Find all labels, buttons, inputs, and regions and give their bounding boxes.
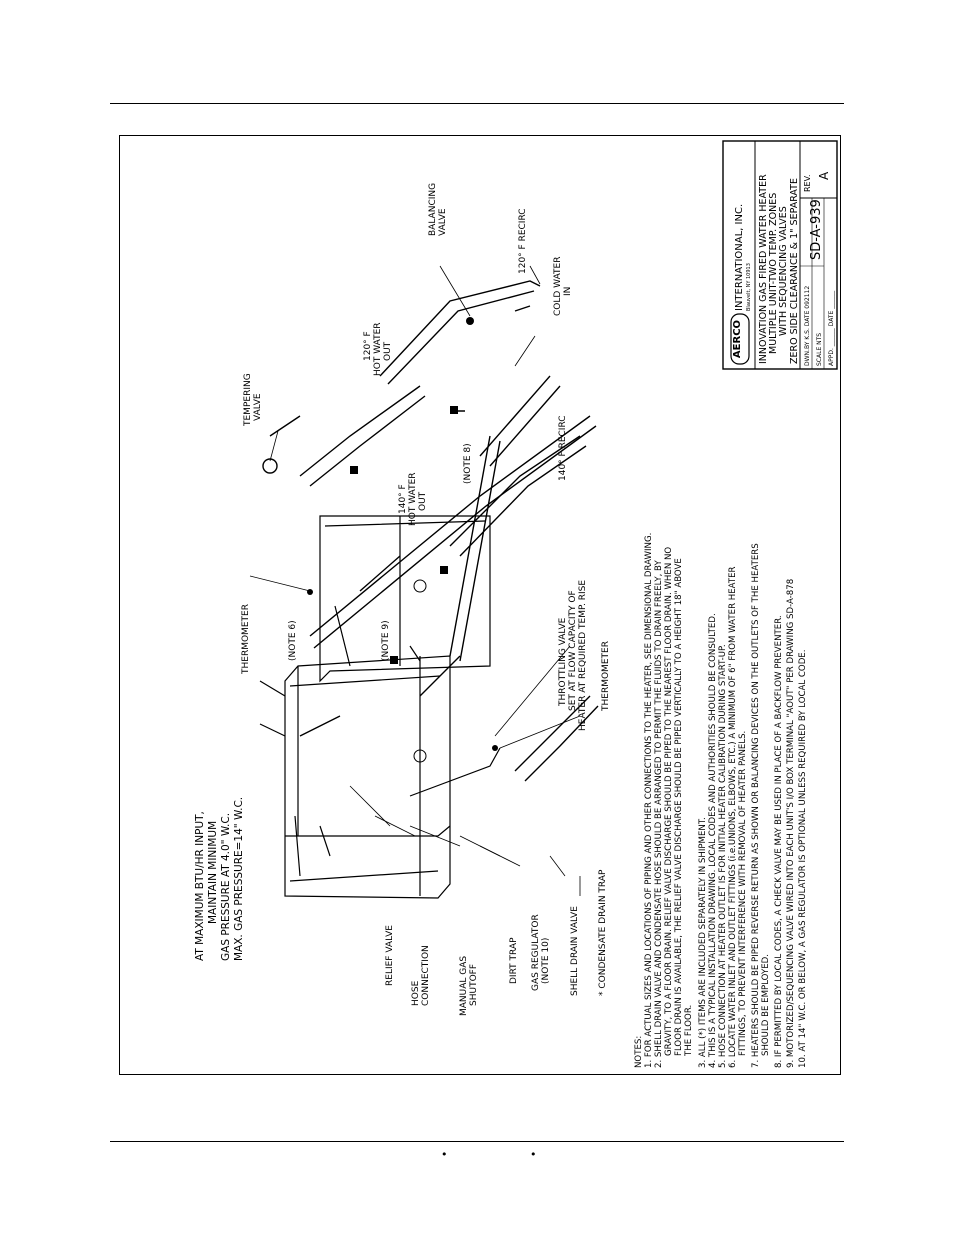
tempering-valve-label: VALVE — [253, 393, 263, 421]
drawn-by: DWN.BY K.S. DATE 092112 — [804, 286, 811, 366]
throttling-valve-label: SET AT FLOW CAPACITY OF — [568, 590, 578, 711]
svg-text:THE FLOOR.: THE FLOOR. — [684, 1005, 694, 1057]
gas-regulator-icon — [413, 749, 427, 763]
svg-text:1. FOR ACTUAL SIZES AND LOCATI: 1. FOR ACTUAL SIZES AND LOCATIONS OF PIP… — [644, 533, 654, 1068]
svg-text:4. THIS IS A TYPICAL INSTALLAT: 4. THIS IS A TYPICAL INSTALLATION DRAWIN… — [708, 613, 718, 1068]
footer-rule — [110, 1141, 844, 1142]
hot-140-label: 140° F — [398, 484, 408, 514]
svg-text:6. LOCATE WATER INLET AND OUTL: 6. LOCATE WATER INLET AND OUTLET FITTING… — [728, 566, 738, 1068]
manual-gas-label: SHUTOFF — [469, 964, 479, 1006]
title-line-4: ZERO SIDE CLEARANCE & 1" SEPARATE — [789, 178, 800, 364]
gas-regulator-label: (NOTE 10) — [541, 938, 551, 984]
valve-icon — [390, 656, 398, 664]
gas-pressure-note: AT MAXIMUM BTU/HR INPUT, MAINTAIN MINIMU… — [194, 797, 245, 961]
condensate-trap-label: * CONDENSATE DRAIN TRAP — [598, 869, 608, 996]
note-6-label: (NOTE 6) — [288, 620, 298, 661]
svg-text:GRAVITY, TO A FLOOR DRAIN. REL: GRAVITY, TO A FLOOR DRAIN. RELIEF VALVE … — [664, 547, 674, 1056]
svg-text:5. HOSE CONNECTION AT HEATER O: 5. HOSE CONNECTION AT HEATER OUTLET IS F… — [718, 644, 728, 1068]
drawing-frame: AERCO INTERNATIONAL, INC. Blauvelt, NY 1… — [119, 135, 841, 1075]
thermometer-label: THERMOMETER — [241, 604, 251, 675]
svg-text:MAINTAIN MINIMUM: MAINTAIN MINIMUM — [207, 821, 219, 924]
svg-text:FLOOR DRAIN IS AVAILABLE, THE: FLOOR DRAIN IS AVAILABLE, THE RELIEF VAL… — [674, 558, 684, 1056]
throttling-valve-label: HEATER AT REQUIRED TEMP. RISE — [578, 580, 588, 731]
thermometer-icon — [307, 589, 313, 595]
svg-text:MAX. GAS PRESSURE=14" W.C.: MAX. GAS PRESSURE=14" W.C. — [233, 797, 245, 961]
valve-icon — [450, 406, 458, 414]
shell-drain-label: SHELL DRAIN VALVE — [570, 906, 580, 996]
hose-connection-label: CONNECTION — [421, 945, 431, 1006]
svg-text:7. HEATERS SHOULD BE PIPED REV: 7. HEATERS SHOULD BE PIPED REVERSE RETUR… — [751, 543, 761, 1068]
valve-icon — [350, 466, 358, 474]
svg-text:AERCO: AERCO — [732, 320, 743, 358]
valve-icon — [440, 566, 448, 574]
drawing-number: SD-A-939 — [809, 199, 824, 260]
svg-text:SHOULD BE EMPLOYED.: SHOULD BE EMPLOYED. — [761, 954, 771, 1056]
balancing-valve-label: VALVE — [438, 208, 448, 236]
supply-piping — [269, 280, 599, 782]
title-block: AERCO INTERNATIONAL, INC. Blauvelt, NY 1… — [722, 140, 838, 370]
thermometer-icon — [492, 745, 498, 751]
note-8-label: (NOTE 8) — [463, 443, 473, 484]
rev-label: REV. — [803, 174, 812, 192]
callouts: BALANCING VALVE 120° F RECIRC COLD WATER… — [241, 183, 611, 1016]
company-city: Blauvelt, NY 10913 — [746, 263, 752, 311]
company-name: INTERNATIONAL, INC. — [734, 204, 745, 311]
hot-120-label: HOT WATER — [373, 322, 383, 376]
notes-block: NOTES: 1. FOR ACTUAL SIZES AND LOCATIONS… — [634, 533, 808, 1068]
leader-lines — [249, 265, 581, 896]
svg-text:AT MAXIMUM BTU/HR INPUT,: AT MAXIMUM BTU/HR INPUT, — [194, 811, 206, 961]
svg-text:9. MOTORIZED/SEQUENCING VALVE: 9. MOTORIZED/SEQUENCING VALVE WIRED INTO… — [786, 579, 796, 1068]
relief-valve-label: RELIEF VALVE — [385, 925, 395, 986]
svg-text:8. IF PERMITTED BY LOCAL CODES: 8. IF PERMITTED BY LOCAL CODES, A CHECK … — [774, 615, 784, 1068]
dirt-trap-label: DIRT TRAP — [509, 937, 519, 984]
header-rule — [110, 103, 844, 104]
cold-water-label: COLD WATER — [553, 257, 563, 316]
manual-gas-label: MANUAL GAS — [459, 956, 469, 1016]
thermometer-label: THERMOMETER — [601, 641, 611, 712]
gas-regulator-label: GAS REGULATOR — [531, 914, 541, 991]
hose-connection-label: HOSE — [411, 980, 421, 1006]
tempering-valve-label: TEMPERING — [243, 373, 253, 427]
title-line-2: MULTIPLE UNIT-TWO TEMP. ZONES — [768, 193, 779, 354]
svg-text:FITTINGS, TO PREVENT INTERFERE: FITTINGS, TO PREVENT INTERFERENCE WITH R… — [738, 731, 748, 1056]
rev-value: A — [817, 171, 831, 180]
hot-140-label: HOT WATER — [408, 472, 418, 526]
throttling-valve-label: THROTTLING VALVE — [558, 617, 568, 707]
scale-value: SCALE NTS — [816, 333, 823, 366]
svg-text:3. ALL (*) ITEMS ARE INCLUDED: 3. ALL (*) ITEMS ARE INCLUDED SEPARATELY… — [698, 817, 708, 1068]
title-line-1: INNOVATION GAS FIRED WATER HEATER — [758, 174, 769, 364]
cold-water-label: IN — [563, 287, 573, 296]
title-line-3: WITH SEQUENCING VALVES — [778, 206, 789, 336]
tempering-valve-icon — [262, 458, 278, 474]
note-9-label: (NOTE 9) — [381, 620, 391, 661]
aerco-logo-icon — [730, 313, 750, 365]
balancing-valve-icon — [466, 317, 474, 325]
svg-text:2. SHELL DRAIN VALVE AND CONDE: 2. SHELL DRAIN VALVE AND CONDENSATE HOSE… — [654, 560, 664, 1068]
footer-bullet: • — [530, 1148, 537, 1161]
svg-text:GAS PRESSURE AT 4.0" W.C.: GAS PRESSURE AT 4.0" W.C. — [220, 813, 232, 961]
hot-120-label: 120° F — [363, 331, 373, 361]
balancing-valve-label: BALANCING — [428, 183, 438, 236]
recirc-120-label: 120° F RECIRC — [518, 208, 528, 274]
hot-120-label: OUT — [383, 341, 393, 361]
hot-140-label: OUT — [418, 491, 428, 511]
piping-diagram: AERCO INTERNATIONAL, INC. Blauvelt, NY 1… — [194, 140, 838, 1068]
recirc-140-label: 140° F RECIRC — [558, 415, 568, 481]
svg-text:10. AT 14" W.C. OR BELOW, A GA: 10. AT 14" W.C. OR BELOW, A GAS REGULATO… — [798, 650, 808, 1068]
footer-bullet: • — [441, 1148, 448, 1161]
notes-heading: NOTES: — [634, 1036, 644, 1068]
approved-line: APPD. ______ DATE ______ — [828, 290, 835, 366]
gas-regulator-icon — [413, 579, 427, 593]
